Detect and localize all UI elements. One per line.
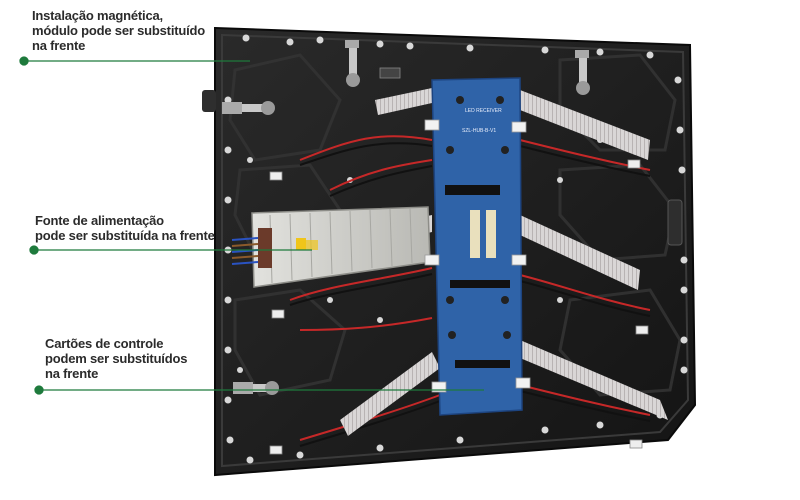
callout-dot-3 xyxy=(34,385,44,395)
callout-dot-2 xyxy=(29,245,39,255)
module-connectors xyxy=(269,67,649,455)
callout-3-line-3: na frente xyxy=(45,366,99,381)
callout-lines xyxy=(19,56,484,395)
magnetic-posts xyxy=(222,40,590,395)
callout-control-cards: Cartões de controle podem ser substituíd… xyxy=(45,336,187,381)
callout-3-line-1: Cartões de controle xyxy=(45,336,164,351)
callout-1-line-2: módulo pode ser substituído xyxy=(32,23,205,38)
callout-magnetic-installation: Instalação magnética, módulo pode ser su… xyxy=(32,8,205,53)
power-supply-unit xyxy=(231,206,431,288)
callout-1-line-1: Instalação magnética, xyxy=(32,8,163,23)
pcb-top-text: LED RECEIVER xyxy=(465,108,502,114)
control-card-pcb: LED RECEIVER SZL-HUB-B-V1 xyxy=(424,77,531,416)
callout-dot-1 xyxy=(19,56,29,66)
callout-2-line-2: pode ser substituída na frente xyxy=(35,228,215,243)
callout-3-line-2: podem ser substituídos xyxy=(45,351,188,366)
pcb-mid-text: SZL-HUB-B-V1 xyxy=(462,128,496,134)
callout-1-line-3: na frente xyxy=(32,38,86,53)
callout-2-line-1: Fonte de alimentação xyxy=(35,213,164,228)
callout-power-supply: Fonte de alimentação pode ser substituíd… xyxy=(35,213,215,243)
